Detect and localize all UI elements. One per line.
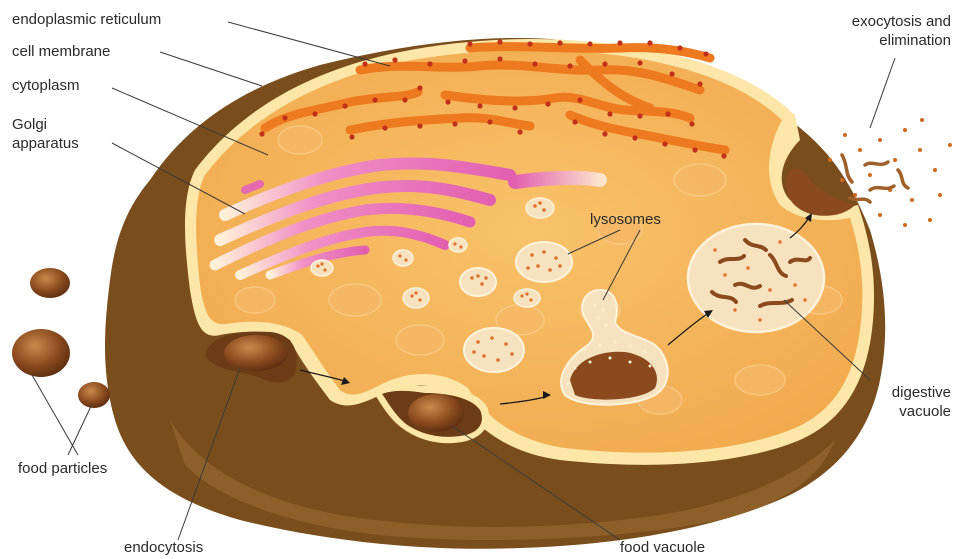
food-vacuole-particle [408,394,464,432]
label-food-particles: food particles [18,459,107,478]
label-endoplasmic-reticulum: endoplasmic reticulum [12,10,161,29]
label-digestive-line1: digestive [892,383,951,402]
label-golgi-line1: Golgi [12,115,47,134]
label-digestive-line2: vacuole [899,402,951,421]
label-food-vacuole: food vacuole [620,538,705,557]
label-exocytosis-line2: elimination [879,31,951,50]
food-particles [12,268,110,408]
label-exocytosis-line1: exocytosis and [852,12,951,31]
endocytosis-particle [224,335,288,371]
label-endocytosis: endocytosis [124,538,203,557]
label-lysosomes: lysosomes [590,210,661,229]
label-cytoplasm: cytoplasm [12,76,80,95]
label-cell-membrane: cell membrane [12,42,110,61]
label-golgi-line2: apparatus [12,134,79,153]
